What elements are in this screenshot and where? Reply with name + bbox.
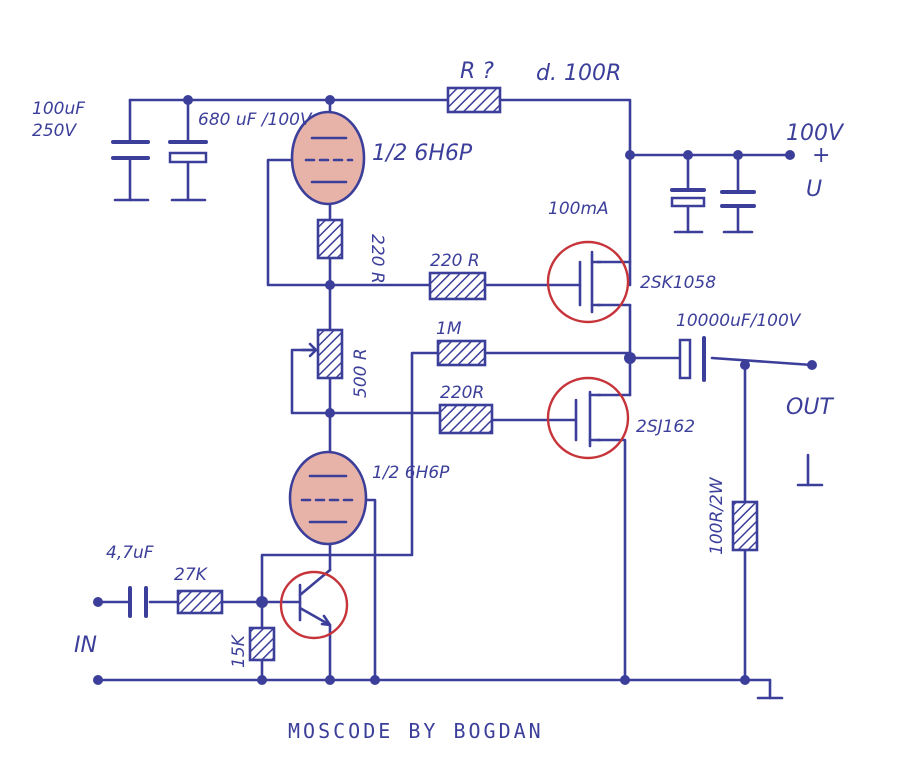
potentiometer-500r — [316, 328, 344, 380]
page-title: MOSCODE BY BOGDAN — [288, 719, 544, 743]
label-220r-lower: 220R — [440, 383, 484, 403]
label-supply-u: U — [806, 177, 822, 202]
resistor-100r-2w — [731, 500, 759, 552]
transistor-input — [279, 570, 349, 640]
capacitor-680uf — [168, 140, 208, 164]
mosfet-2sj162 — [546, 376, 630, 460]
label-cap-100uf-voltage: 250V — [32, 121, 77, 141]
tube-bottom — [288, 450, 368, 546]
junction-nodes — [93, 95, 817, 685]
label-15k: 15K — [229, 633, 249, 668]
label-cap-100uf-value: 100uF — [32, 99, 85, 119]
capacitor-supply-2 — [720, 190, 756, 208]
capacitor-input — [128, 586, 148, 618]
label-mosfet-2sj162: 2SJ162 — [636, 417, 695, 437]
resistor-220r-upper — [428, 271, 487, 301]
label-out: OUT — [786, 395, 834, 420]
capacitor-100uf — [111, 140, 150, 160]
tube-top — [290, 110, 366, 206]
resistor-27k — [176, 589, 224, 615]
label-r-top: R ? — [460, 59, 494, 84]
mosfet-2sk1058 — [546, 240, 630, 324]
label-cap-output: 10000uF/100V — [676, 311, 802, 331]
label-1m: 1M — [436, 319, 462, 339]
label-cap-680uf: 680 uF /100V — [198, 110, 313, 130]
label-pot-500r: 500 R — [351, 348, 371, 398]
resistor-220r-vertical — [316, 218, 344, 260]
capacitor-output — [678, 336, 706, 382]
label-current: 100mA — [548, 199, 609, 219]
label-supply-plus: + — [812, 143, 830, 168]
capacitor-supply-1 — [670, 188, 706, 208]
label-220r-upper: 220 R — [430, 251, 480, 271]
label-tube-bottom: 1/2 6H6P — [372, 463, 450, 483]
resistor-15k — [248, 626, 276, 662]
label-r-top-value: d. 100R — [536, 61, 621, 86]
label-supply-voltage: 100V — [786, 121, 845, 146]
label-in: IN — [74, 633, 97, 658]
label-220r-vertical: 220 R — [367, 234, 387, 284]
label-mosfet-2sk1058: 2SK1058 — [640, 273, 716, 293]
resistor-1m — [436, 339, 487, 367]
resistor-r-top — [446, 86, 502, 114]
resistor-220r-lower — [438, 403, 494, 435]
label-100r-2w: 100R/2W — [707, 476, 727, 555]
label-tube-top: 1/2 6H6P — [372, 141, 473, 166]
label-27k: 27K — [174, 565, 209, 585]
label-cap-input: 4,7uF — [106, 543, 154, 563]
